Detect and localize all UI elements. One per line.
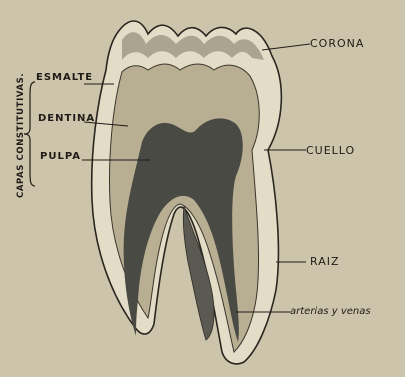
arterias-venas-label: arterias y venas	[290, 306, 371, 317]
capas-constitutivas-label: CAPAS CONSTITUTIVAS.	[16, 73, 26, 198]
corona-label: CORONA	[310, 37, 364, 50]
esmalte-label: ESMALTE	[36, 72, 93, 83]
cuello-label: CUELLO	[306, 144, 355, 157]
pulpa-label: PULPA	[40, 151, 81, 162]
raiz-label: RAIZ	[310, 255, 340, 268]
dentina-label: DENTINA	[38, 113, 95, 124]
